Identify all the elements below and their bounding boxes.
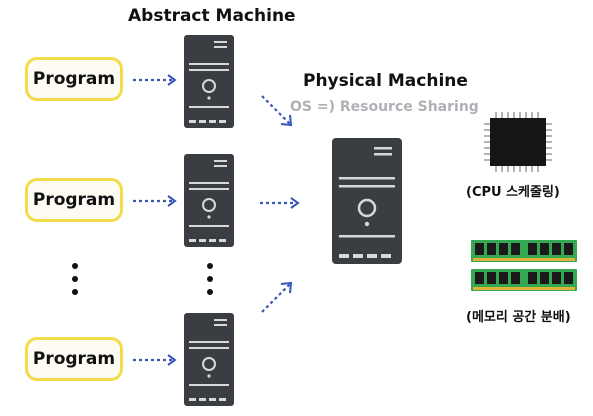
arrow-diagonal-down	[261, 95, 293, 127]
physical-machine-title: Physical Machine	[303, 71, 468, 91]
program-box-1: Program	[25, 57, 123, 101]
abstract-machine-title: Abstract Machine	[128, 6, 296, 26]
program-box-2: Program	[25, 178, 123, 222]
server-tower-icon	[184, 313, 234, 406]
physical-server-icon	[332, 138, 402, 264]
physical-machine-subtitle: OS =) Resource Sharing	[290, 99, 479, 115]
program-box-3: Program	[25, 337, 123, 381]
server-tower-icon	[184, 154, 234, 247]
server-tower-icon	[184, 35, 234, 128]
arrow-right-1	[133, 74, 177, 86]
vertical-ellipsis-programs	[72, 263, 78, 295]
arrow-right-physical	[260, 197, 300, 209]
cpu-scheduling-label: (CPU 스케줄링)	[466, 185, 560, 200]
vertical-ellipsis-servers	[207, 263, 213, 295]
memory-allocation-label: (메모리 공간 분배)	[466, 310, 571, 325]
arrow-diagonal-up	[261, 281, 293, 313]
cpu-chip-icon	[484, 112, 552, 172]
arrow-right-2	[133, 195, 177, 207]
ram-module-icon	[471, 240, 577, 291]
arrow-right-3	[133, 354, 177, 366]
